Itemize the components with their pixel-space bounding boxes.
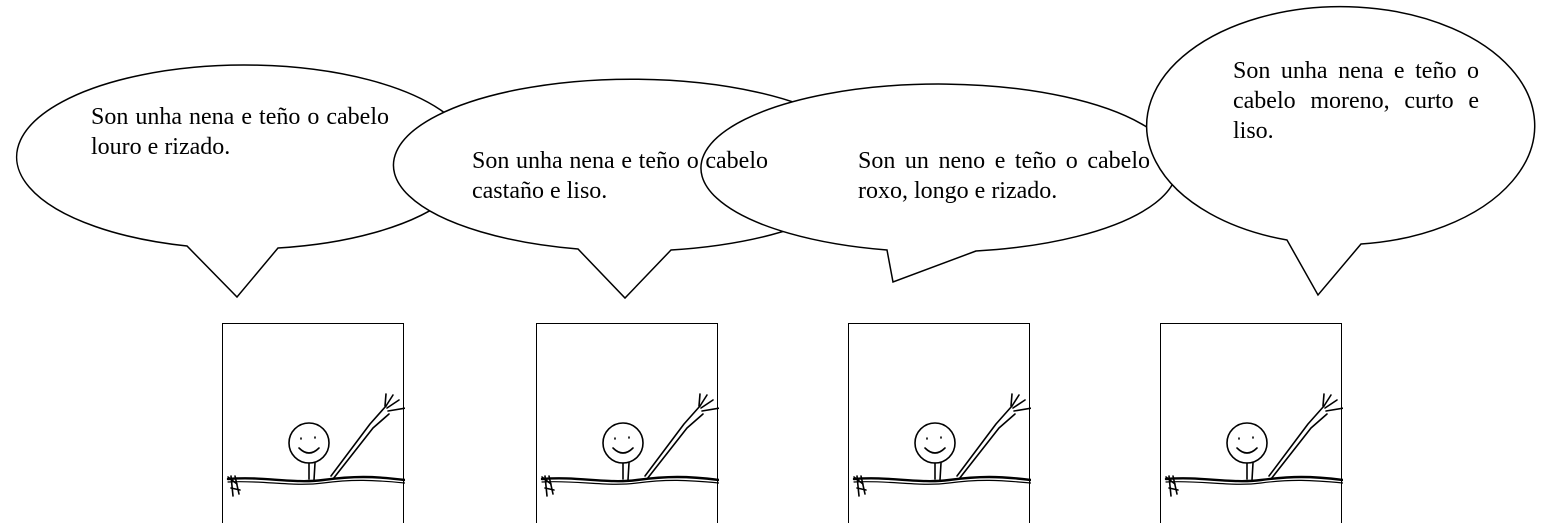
character-panel-4 xyxy=(1160,323,1343,523)
waving-stick-figure xyxy=(852,393,1031,497)
bubble-text-1: Son unha nena e teño o cabelo louro e ri… xyxy=(91,104,389,160)
bubble-text-3: Son un neno e teño o cabelo roxo, longo … xyxy=(858,148,1150,204)
bubble-text-4: Son unha nena e teño o cabelo moreno, cu… xyxy=(1233,58,1479,144)
speech-bubble-3 xyxy=(700,83,1178,284)
character-panel-3 xyxy=(848,323,1031,523)
character-panel-2 xyxy=(536,323,719,523)
waving-stick-figure xyxy=(540,393,719,497)
character-panel-1 xyxy=(222,323,405,523)
waving-stick-figure xyxy=(1164,393,1343,497)
waving-stick-figure xyxy=(226,393,405,497)
speech-bubble-4 xyxy=(1146,5,1536,297)
bubble-text-2: Son unha nena e teño o cabelo castaño e … xyxy=(472,148,768,204)
